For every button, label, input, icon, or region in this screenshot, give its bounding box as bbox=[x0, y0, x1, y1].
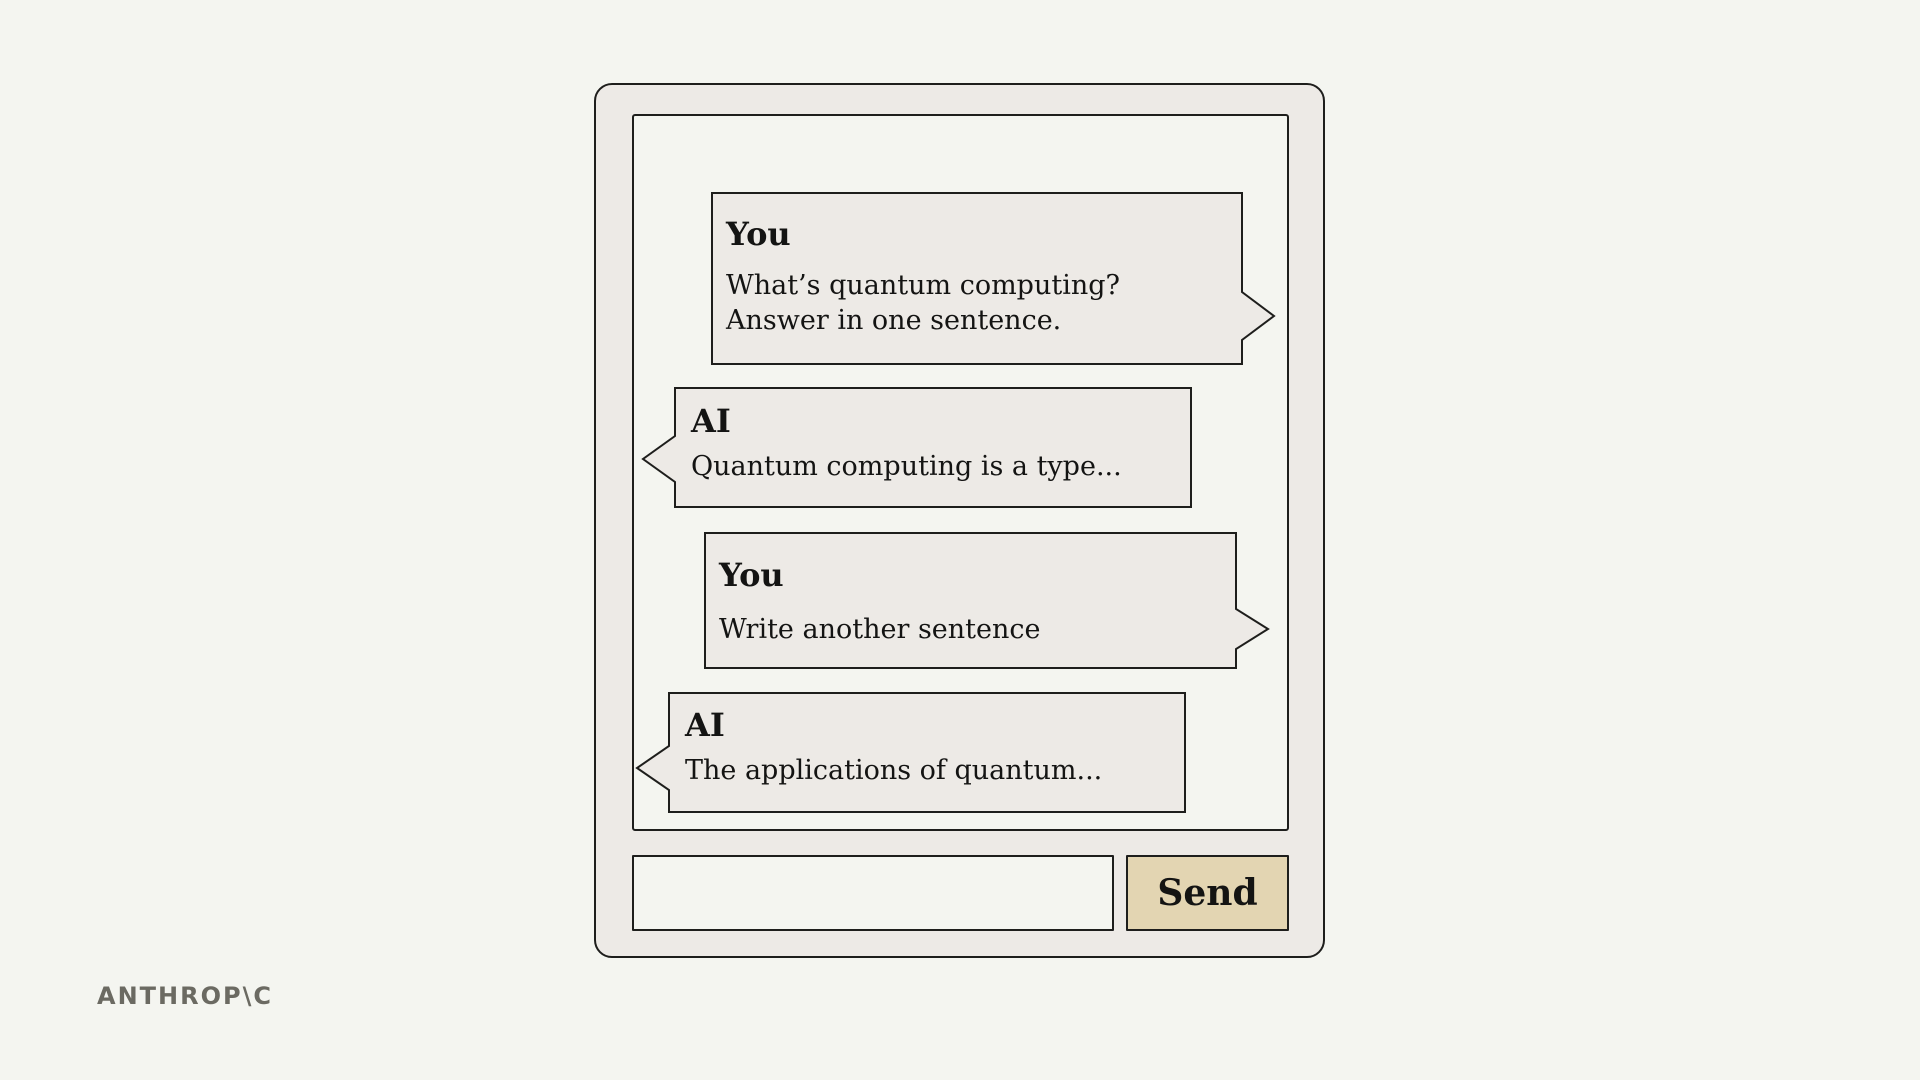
message-text-line: The applications of quantum... bbox=[685, 755, 1103, 786]
speech-bubble-shape bbox=[635, 692, 1186, 813]
speech-bubble-shape bbox=[704, 532, 1270, 669]
ai-message-bubble: AI Quantum computing is a type... bbox=[641, 387, 1192, 508]
speech-bubble-shape bbox=[711, 192, 1276, 365]
user-message-bubble: You What’s quantum computing? Answer in … bbox=[711, 192, 1276, 365]
message-input[interactable] bbox=[632, 855, 1114, 931]
message-text-line: Answer in one sentence. bbox=[726, 305, 1062, 336]
message-sender-label: AI bbox=[691, 402, 731, 440]
message-text-line: Quantum computing is a type... bbox=[691, 451, 1122, 482]
ai-message-bubble: AI The applications of quantum... bbox=[635, 692, 1186, 813]
message-sender-label: You bbox=[719, 556, 784, 594]
speech-bubble-shape bbox=[641, 387, 1192, 508]
message-text-line: Write another sentence bbox=[719, 614, 1041, 645]
message-text-line: What’s quantum computing? bbox=[726, 270, 1120, 301]
user-message-bubble: You Write another sentence bbox=[704, 532, 1270, 669]
anthropic-logo: ANTHROP\C bbox=[97, 982, 273, 1010]
send-button[interactable]: Send bbox=[1126, 855, 1289, 931]
message-sender-label: You bbox=[726, 215, 791, 253]
message-sender-label: AI bbox=[685, 706, 725, 744]
